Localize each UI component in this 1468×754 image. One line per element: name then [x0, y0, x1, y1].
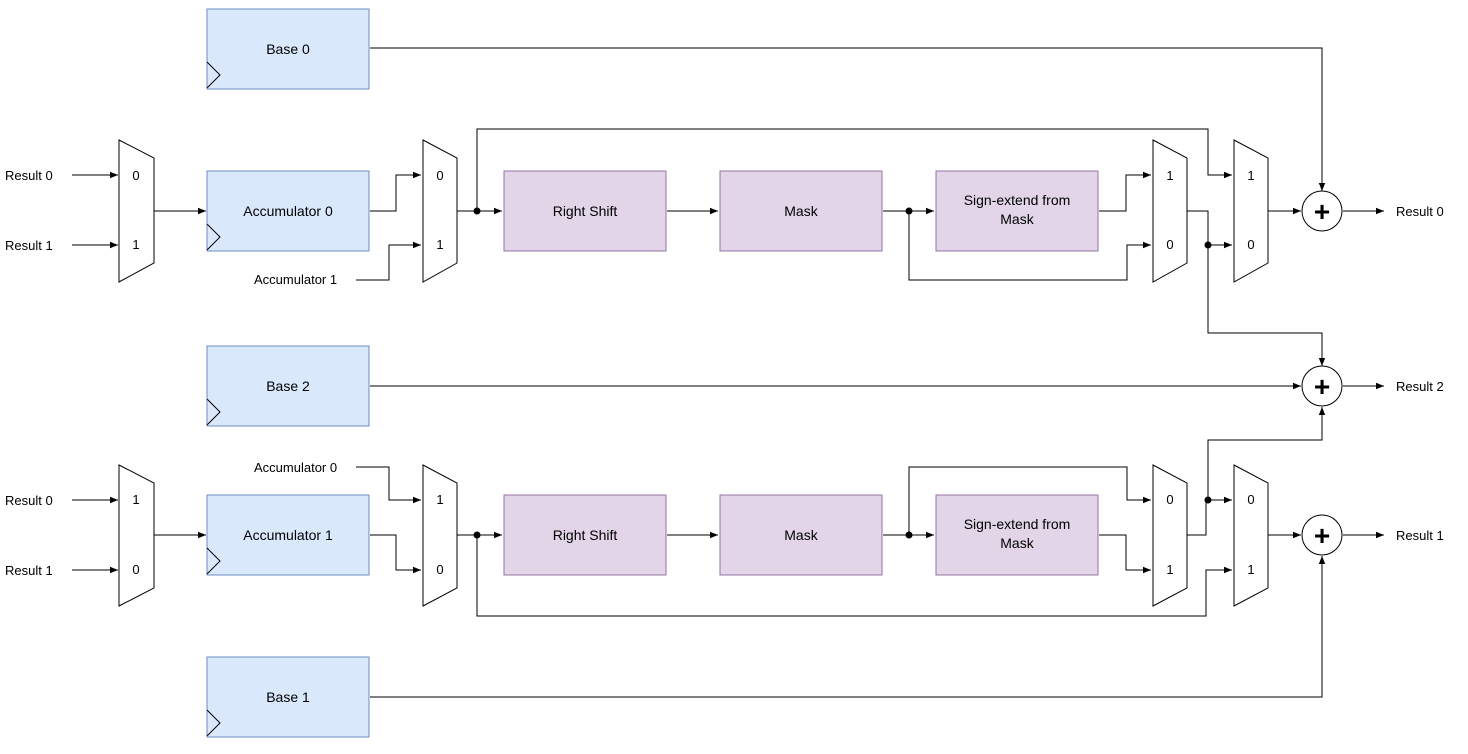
register-base-1: Base 1	[206, 656, 370, 738]
top-accumulator-mux: 0 1	[422, 139, 458, 283]
register-accumulator-1: Accumulator 1	[206, 494, 370, 576]
svg-text:0: 0	[436, 168, 443, 183]
bottom-right-shift-block: Right Shift	[503, 494, 667, 576]
svg-text:1: 1	[436, 492, 443, 507]
input-label: Result 0	[5, 168, 53, 183]
block-label: Right Shift	[553, 203, 618, 219]
block-label-line2: Mask	[1000, 211, 1034, 227]
input-label: Result 0	[5, 493, 53, 508]
output-label: Result 0	[1396, 204, 1444, 219]
adder-result-0: +	[1301, 190, 1343, 232]
top-input-mux: 0 1	[118, 139, 155, 283]
block-label: Mask	[784, 527, 818, 543]
io-labels: Result 0 Result 1 Accumulator 1 Result 0…	[5, 168, 1444, 578]
block-label: Mask	[784, 203, 818, 219]
plus-icon: +	[1314, 371, 1330, 402]
output-label: Result 1	[1396, 528, 1444, 543]
output-label: Result 2	[1396, 379, 1444, 394]
svg-text:0: 0	[132, 168, 139, 183]
block-label-line1: Sign-extend from	[964, 192, 1071, 208]
svg-text:0: 0	[132, 562, 139, 577]
register-base-0: Base 0	[206, 8, 370, 90]
svg-text:1: 1	[132, 492, 139, 507]
adder-result-1: +	[1301, 514, 1343, 556]
register-label: Base 0	[266, 41, 310, 57]
plus-icon: +	[1314, 520, 1330, 551]
svg-text:0: 0	[436, 562, 443, 577]
svg-text:0: 0	[1166, 237, 1173, 252]
plus-icon: +	[1314, 196, 1330, 227]
input-label: Result 1	[5, 563, 53, 578]
input-label: Accumulator 1	[254, 272, 337, 287]
svg-text:0: 0	[1247, 237, 1254, 252]
input-label: Result 1	[5, 238, 53, 253]
register-label: Base 1	[266, 689, 310, 705]
top-right-shift-block: Right Shift	[503, 170, 667, 252]
block-label-line2: Mask	[1000, 535, 1034, 551]
svg-text:0: 0	[1247, 492, 1254, 507]
bottom-sign-mux: 0 1	[1152, 464, 1188, 607]
top-sign-extend-block: Sign-extend from Mask	[935, 170, 1099, 252]
wires	[72, 47, 1384, 698]
top-sign-mux: 1 0	[1152, 139, 1188, 283]
bottom-output-mux: 0 1	[1233, 464, 1269, 607]
input-label: Accumulator 0	[254, 460, 337, 475]
block-label: Right Shift	[553, 527, 618, 543]
register-base-2: Base 2	[206, 345, 370, 427]
svg-text:1: 1	[1247, 168, 1254, 183]
svg-text:1: 1	[1166, 562, 1173, 577]
svg-text:1: 1	[436, 237, 443, 252]
register-label: Accumulator 0	[243, 203, 333, 219]
bottom-sign-extend-block: Sign-extend from Mask	[935, 494, 1099, 576]
bottom-mask-block: Mask	[719, 494, 883, 576]
adder-result-2: +	[1301, 365, 1343, 407]
bottom-accumulator-mux: 1 0	[422, 464, 458, 607]
svg-text:1: 1	[132, 237, 139, 252]
top-mask-block: Mask	[719, 170, 883, 252]
register-accumulator-0: Accumulator 0	[206, 170, 370, 252]
top-output-mux: 1 0	[1233, 139, 1269, 283]
bottom-input-mux: 1 0	[118, 464, 155, 607]
svg-text:1: 1	[1247, 562, 1254, 577]
svg-text:0: 0	[1166, 492, 1173, 507]
register-label: Base 2	[266, 378, 310, 394]
svg-text:1: 1	[1166, 168, 1173, 183]
block-label-line1: Sign-extend from	[964, 516, 1071, 532]
junction-dots	[473, 207, 1212, 539]
register-label: Accumulator 1	[243, 527, 333, 543]
